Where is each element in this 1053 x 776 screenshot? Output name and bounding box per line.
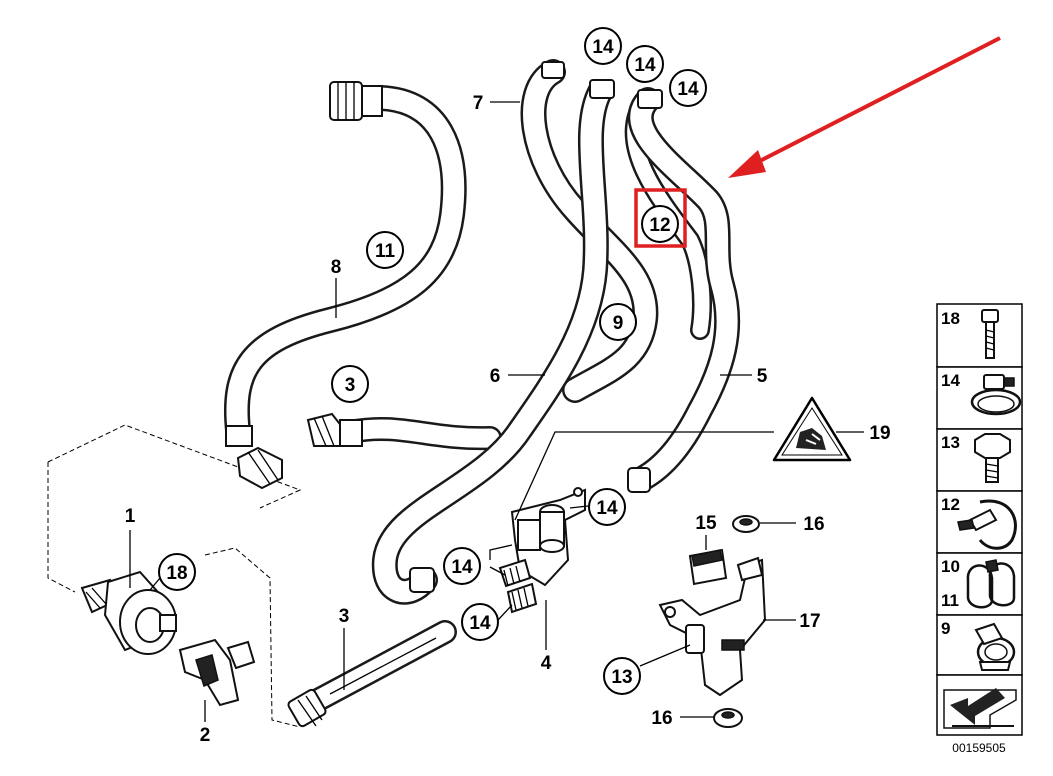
hose-clip-icon xyxy=(957,499,1017,550)
callout-14-d: 14 xyxy=(596,498,618,519)
valve-block-part-4 xyxy=(498,487,586,614)
callout-9: 9 xyxy=(613,313,624,334)
callout-16-upper: 16 xyxy=(803,514,824,535)
spring-clip-icon xyxy=(974,622,1016,671)
side-panel xyxy=(936,303,1023,736)
callout-11: 11 xyxy=(375,241,396,262)
callout-14-f: 14 xyxy=(469,613,491,634)
plug-part-15 xyxy=(688,548,728,586)
bracket-part-17 xyxy=(658,556,767,697)
callout-8: 8 xyxy=(331,257,342,278)
callout-14-e: 14 xyxy=(451,557,473,578)
hose-8 xyxy=(224,81,467,490)
double-clip-icon xyxy=(966,559,1016,609)
connector-part-2 xyxy=(178,638,256,707)
hex-bolt-icon xyxy=(974,433,1011,483)
callout-16-lower: 16 xyxy=(651,708,672,729)
panel-label-13: 13 xyxy=(941,433,960,452)
hose-clamp-icon xyxy=(970,374,1022,416)
callout-5: 5 xyxy=(757,366,768,387)
hose-3-upper xyxy=(306,412,502,451)
callout-15: 15 xyxy=(695,513,717,534)
callout-6: 6 xyxy=(490,366,501,387)
callout-14-b: 14 xyxy=(634,55,656,76)
highlight-box xyxy=(634,188,687,248)
hose-3-lower xyxy=(287,620,457,728)
pump-part-1 xyxy=(80,570,177,655)
callout-3-lower: 3 xyxy=(339,606,350,627)
grommet-part-16-lower xyxy=(713,708,743,728)
panel-label-14: 14 xyxy=(941,371,960,390)
callout-1: 1 xyxy=(125,506,136,527)
hose-6 xyxy=(371,79,615,605)
leader-lines xyxy=(129,101,864,722)
callout-circles xyxy=(158,27,707,695)
callout-18: 18 xyxy=(166,563,187,584)
callout-14-c: 14 xyxy=(677,79,699,100)
callout-3-upper: 3 xyxy=(345,375,356,396)
warning-triangle-icon xyxy=(772,396,852,462)
panel-label-11: 11 xyxy=(941,591,959,610)
callout-14-a: 14 xyxy=(592,37,614,58)
view-arrow-icon xyxy=(943,688,1017,729)
panel-label-18: 18 xyxy=(941,309,960,328)
grommet-part-16-upper xyxy=(732,515,760,533)
callout-19: 19 xyxy=(869,423,890,444)
hose-7 xyxy=(520,59,659,403)
callout-17: 17 xyxy=(799,611,820,632)
callout-2: 2 xyxy=(200,725,211,746)
hose-5 xyxy=(627,87,741,493)
panel-label-12: 12 xyxy=(941,495,960,514)
callout-12: 12 xyxy=(649,215,670,236)
red-arrow-icon xyxy=(728,36,1001,178)
assembly-dashed-lines xyxy=(47,424,302,728)
callout-4: 4 xyxy=(541,653,552,674)
callout-13: 13 xyxy=(611,667,632,688)
bolt-icon xyxy=(981,309,999,359)
callout-7: 7 xyxy=(473,93,484,114)
panel-label-10: 10 xyxy=(941,557,960,576)
panel-label-9: 9 xyxy=(941,619,950,638)
diagram-code: 00159505 xyxy=(952,741,1006,755)
